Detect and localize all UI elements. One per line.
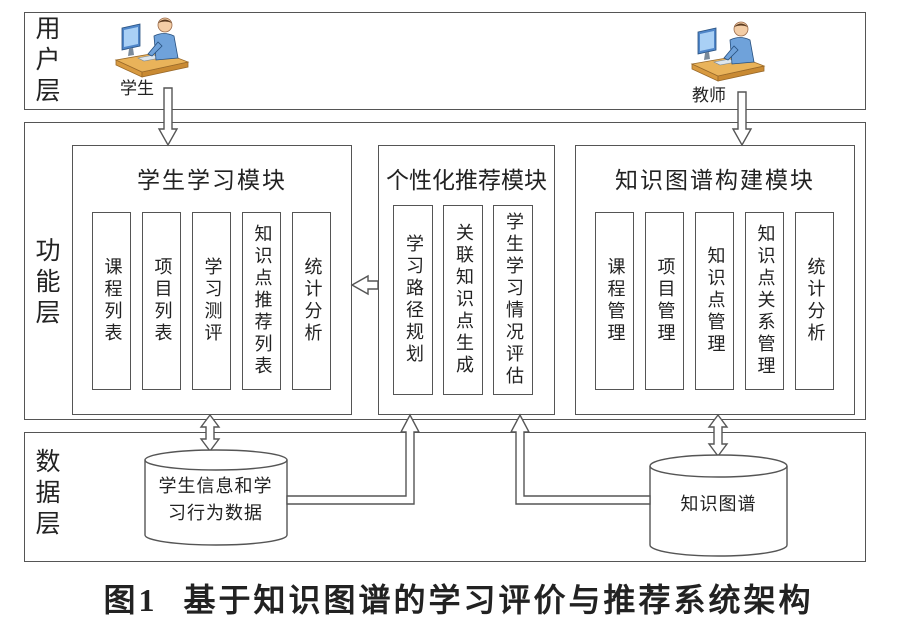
module-item-list: 学习路径规划 关联知识点生成 学生学习情况评估 — [393, 205, 533, 395]
student-data-cylinder-icon — [144, 449, 288, 546]
data-layer-band — [24, 432, 866, 562]
recommendation-to-learning-arrow — [350, 274, 379, 296]
module-item-box: 统计分析 — [292, 212, 331, 390]
module-item-label: 统计分析 — [804, 257, 826, 345]
module-item-label: 知识点关系管理 — [754, 224, 776, 378]
knowledge-graph-construction-module: 知识图谱构建模块 课程管理 项目管理 知识点管理 知识点关系管理 统计分析 — [575, 145, 855, 415]
function-layer-label: 功能层 — [32, 237, 61, 330]
student-label: 学生 — [120, 79, 154, 99]
module-item-box: 项目列表 — [142, 212, 181, 390]
user-layer-band — [24, 12, 866, 110]
module-title: 个性化推荐模块 — [386, 168, 547, 194]
module-item-label: 统计分析 — [301, 257, 323, 345]
module-item-list: 课程管理 项目管理 知识点管理 知识点关系管理 统计分析 — [595, 212, 834, 390]
module-item-box: 学习测评 — [192, 212, 231, 390]
module-item-label: 课程管理 — [604, 257, 626, 345]
module-item-box: 项目管理 — [645, 212, 684, 390]
module-item-label: 关联知识点生成 — [453, 223, 474, 377]
student-data-store-label: 学生信息和学习行为数据 — [158, 476, 273, 524]
module-item-label: 知识点管理 — [704, 246, 726, 356]
learning-data-double-arrow — [199, 413, 221, 453]
module-title: 学生学习模块 — [137, 168, 287, 194]
knowledge-data-double-arrow — [707, 413, 729, 458]
student-data-to-recommendation-connector — [286, 413, 421, 505]
module-item-box: 知识点关系管理 — [745, 212, 784, 390]
user-layer-label: 用户层 — [32, 15, 61, 108]
module-item-box: 知识点管理 — [695, 212, 734, 390]
knowledge-graph-cylinder-icon — [649, 454, 788, 557]
data-layer-label: 数据层 — [32, 448, 61, 541]
module-title: 知识图谱构建模块 — [615, 168, 815, 194]
module-item-box: 学习路径规划 — [393, 205, 433, 395]
module-item-box: 学生学习情况评估 — [493, 205, 533, 395]
function-layer-band — [24, 122, 866, 420]
module-item-label: 知识点推荐列表 — [251, 224, 273, 378]
module-item-label: 项目管理 — [654, 257, 676, 345]
teacher-label: 教师 — [692, 86, 726, 106]
module-item-box: 知识点推荐列表 — [242, 212, 281, 390]
figure-number: 图1 — [103, 582, 158, 618]
teacher-to-knowledge-module-arrow — [731, 91, 753, 147]
module-item-box: 关联知识点生成 — [443, 205, 483, 395]
module-item-label: 学生学习情况评估 — [503, 212, 524, 388]
module-item-box: 课程列表 — [92, 212, 131, 390]
student-learning-module: 学生学习模块 课程列表 项目列表 学习测评 知识点推荐列表 统计分析 — [72, 145, 352, 415]
knowledge-graph-store-label: 知识图谱 — [680, 494, 757, 515]
module-item-label: 学习路径规划 — [403, 234, 424, 366]
module-item-label: 学习测评 — [201, 257, 223, 345]
knowledge-graph-to-recommendation-connector — [509, 413, 651, 505]
figure-title: 基于知识图谱的学习评价与推荐系统架构 — [183, 581, 814, 619]
student-to-learning-module-arrow — [157, 87, 179, 147]
student-icon — [115, 17, 189, 78]
module-item-box: 课程管理 — [595, 212, 634, 390]
teacher-icon — [691, 21, 765, 82]
module-item-label: 课程列表 — [101, 257, 123, 345]
module-item-label: 项目列表 — [151, 257, 173, 345]
figure-caption: 图1 基于知识图谱的学习评价与推荐系统架构 — [0, 580, 917, 620]
module-item-list: 课程列表 项目列表 学习测评 知识点推荐列表 统计分析 — [92, 212, 331, 390]
module-item-box: 统计分析 — [795, 212, 834, 390]
personalized-recommendation-module: 个性化推荐模块 学习路径规划 关联知识点生成 学生学习情况评估 — [378, 145, 555, 415]
